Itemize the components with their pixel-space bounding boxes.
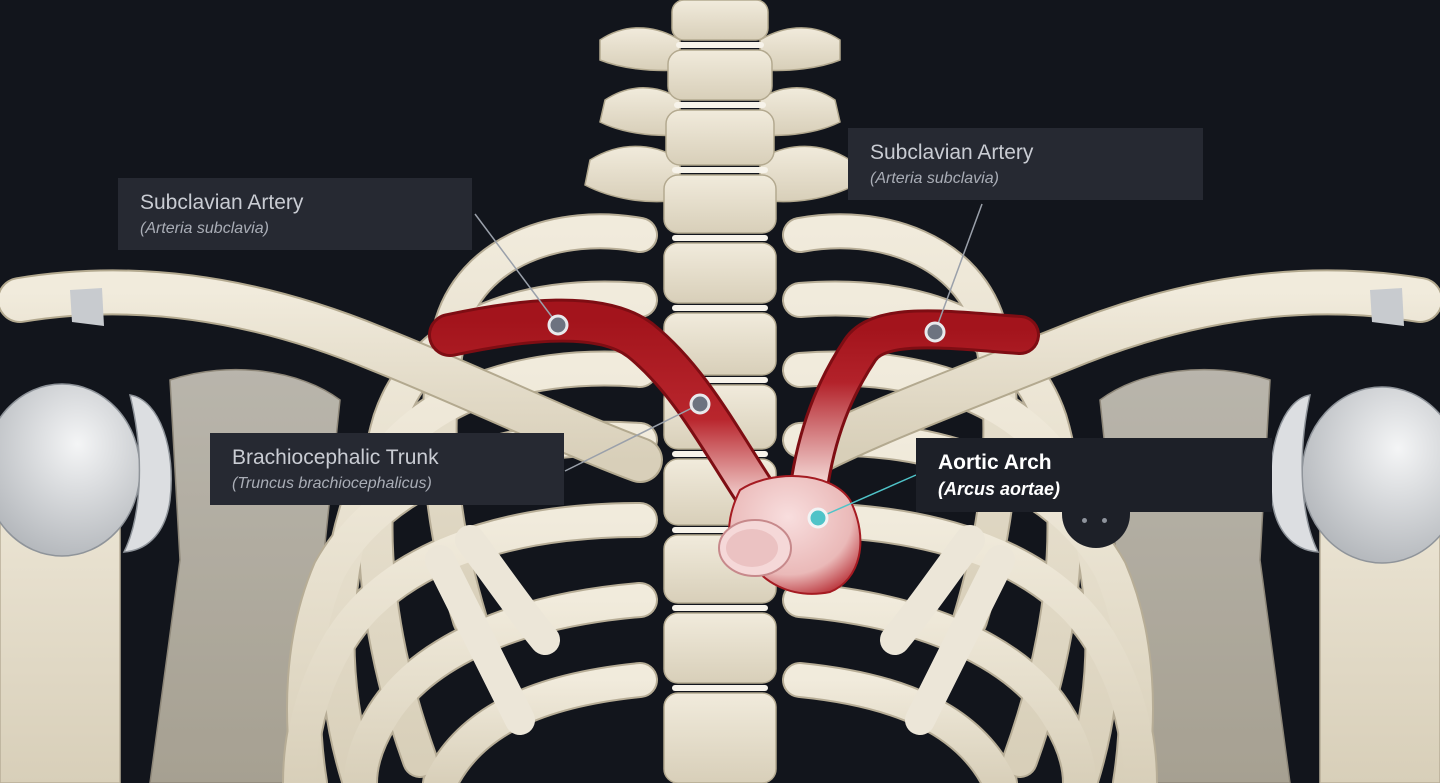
pin-aortic-arch[interactable] [807, 507, 829, 529]
label-latin-name: (Arteria subclavia) [140, 220, 269, 237]
ribs-right [782, 213, 1158, 783]
label-brachiocephalic-trunk[interactable]: Brachiocephalic Trunk (Truncus brachioce… [210, 433, 564, 505]
subclavian-artery-right [790, 309, 1040, 500]
label-latin-name: (Arteria subclavia) [870, 170, 999, 187]
label-name: Subclavian Artery [870, 141, 1034, 164]
label-subclavian-artery-right[interactable]: Subclavian Artery (Arteria subclavia) [848, 128, 1203, 200]
pin-subclavian-left[interactable] [547, 314, 569, 336]
label-latin-name: (Truncus brachiocephalicus) [232, 475, 432, 492]
aortic-arch [718, 475, 862, 595]
clavicle-right [797, 269, 1440, 473]
brachiocephalic-trunk [428, 298, 782, 522]
dot [1082, 518, 1087, 523]
leader-lines [474, 203, 983, 519]
humerus-right [1270, 386, 1440, 783]
clavicle-left [0, 269, 663, 483]
label-aortic-arch[interactable]: Aortic Arch (Arcus aortae) [916, 438, 1272, 512]
label-name: Aortic Arch [938, 451, 1052, 474]
label-latin-name: (Arcus aortae) [938, 479, 1061, 499]
label-name: Subclavian Artery [140, 191, 304, 214]
acromion-caps [70, 288, 1404, 326]
label-name: Brachiocephalic Trunk [232, 446, 439, 469]
label-subclavian-artery-left[interactable]: Subclavian Artery (Arteria subclavia) [118, 178, 472, 250]
humerus-left [0, 383, 172, 783]
pin-brachiocephalic[interactable] [689, 393, 711, 415]
dot [1102, 518, 1107, 523]
pin-subclavian-right[interactable] [924, 321, 946, 343]
